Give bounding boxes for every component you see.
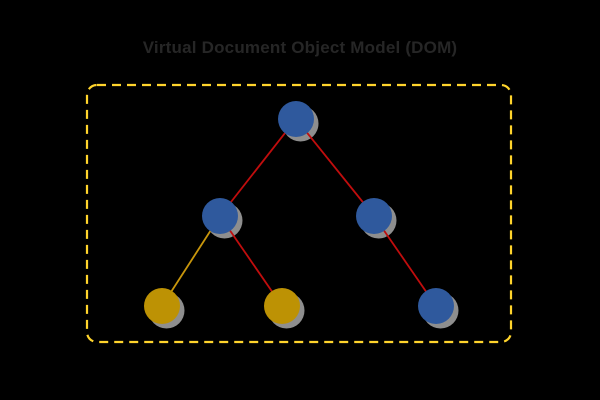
- tree-edge-root-to-branch-left: [219, 118, 297, 217]
- tree-edge-branch-right-to-leaf-right: [373, 215, 437, 307]
- tree-node-root: [278, 101, 314, 137]
- dashed-border: [85, 83, 513, 344]
- tree-node-branch-right: [356, 198, 392, 234]
- tree-node-leaf-middle: [264, 288, 300, 324]
- diagram-title: Virtual Document Object Model (DOM): [142, 38, 458, 57]
- tree-edge-branch-left-to-leaf-middle: [219, 215, 283, 307]
- tree-node-leaf-right: [418, 288, 454, 324]
- tree-edge-root-to-branch-right: [295, 118, 375, 217]
- tree-node-branch-left: [202, 198, 238, 234]
- tree-node-leaf-left: [144, 288, 180, 324]
